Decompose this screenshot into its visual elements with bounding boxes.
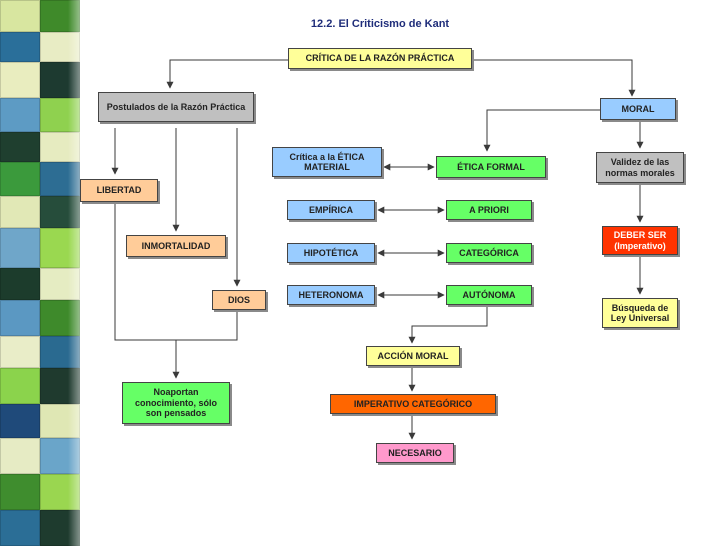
arrow-autonoma-to-accion [408, 306, 488, 344]
node-dios: DIOS [212, 290, 266, 310]
strip-tile [0, 62, 40, 98]
arrow-critica-to-postulados [166, 59, 288, 89]
strip-tile [0, 368, 40, 404]
node-no-aportan: Noaportan conocimiento, sólo son pensado… [122, 382, 230, 424]
strip-tile [0, 438, 40, 474]
node-categorica: CATEGÓRICA [446, 243, 532, 263]
node-validez: Validez de las normas morales [596, 152, 684, 183]
node-deber-ser: DEBER SER (Imperativo) [602, 226, 678, 255]
node-moral: MORAL [600, 98, 676, 120]
strip-tile [0, 0, 40, 32]
strip-tile [0, 300, 40, 336]
strip-tile [0, 228, 40, 268]
strip-fade [68, 0, 80, 546]
node-busqueda: Búsqueda de Ley Universal [602, 298, 678, 328]
strip-tile [0, 336, 40, 368]
decorative-side-strip [0, 0, 80, 546]
node-critica-etica-material: Crítica a la ÉTICA MATERIAL [272, 147, 382, 177]
strip-tile [0, 98, 40, 132]
arrow-critica-to-moral [472, 59, 636, 97]
node-a-priori: A PRIORI [446, 200, 532, 220]
node-etica-formal: ÉTICA FORMAL [436, 156, 546, 178]
node-libertad: LIBERTAD [80, 179, 158, 202]
node-imperativo-categorico: IMPERATIVO CATEGÓRICO [330, 394, 496, 414]
strip-tile [0, 162, 40, 196]
node-postulados: Postulados de la Razón Práctica [98, 92, 254, 122]
strip-tile [0, 196, 40, 228]
node-hipotetica: HIPOTÉTICA [287, 243, 375, 263]
node-heteronoma: HETERONOMA [287, 285, 375, 305]
node-necesario: NECESARIO [376, 443, 454, 463]
strip-tile [0, 404, 40, 438]
strip-tile [0, 132, 40, 162]
strip-tile [0, 268, 40, 300]
page-title: 12.2. El Criticismo de Kant [310, 18, 450, 30]
arrow-moral-to-etica-formal [483, 109, 600, 152]
strip-tile [0, 32, 40, 62]
node-inmortalidad: INMORTALIDAD [126, 235, 226, 257]
node-accion-moral: ACCIÓN MORAL [366, 346, 460, 366]
strip-tile [0, 474, 40, 510]
node-empirica: EMPÍRICA [287, 200, 375, 220]
node-critica-razon-practica: CRÍTICA DE LA RAZÓN PRÁCTICA [288, 48, 472, 69]
node-autonoma: AUTÓNOMA [446, 285, 532, 305]
